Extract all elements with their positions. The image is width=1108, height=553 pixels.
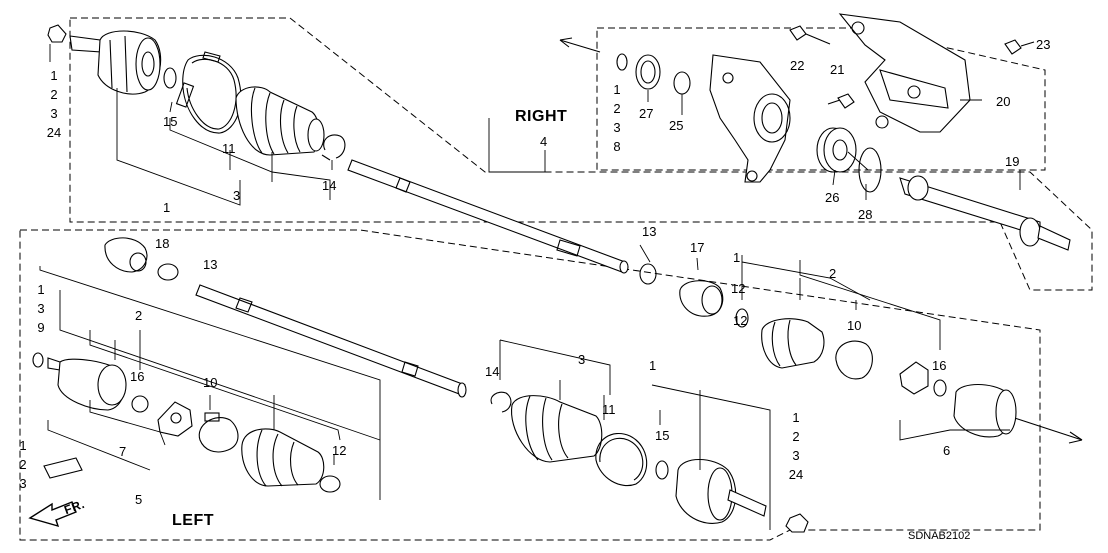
callout-25: 25 <box>669 118 684 133</box>
right-inboard-clip <box>321 134 346 161</box>
callout-12c: 12 <box>733 313 748 328</box>
callout-stack-top-left: 1 2 3 24 <box>46 68 62 140</box>
callout-3: 3 <box>233 188 241 203</box>
callout-2: 2 <box>829 266 837 281</box>
left-inboard-joint-top <box>104 237 148 273</box>
callout-28: 28 <box>858 207 873 222</box>
callout-stack-bearing: 1 2 3 8 <box>613 82 621 154</box>
front-arrow-icon <box>28 501 77 528</box>
callout-14: 14 <box>322 178 337 193</box>
left-clip-13 <box>157 263 179 281</box>
callout-16b: 16 <box>130 369 145 384</box>
callout-1b: 1 <box>733 250 741 265</box>
callout-12b: 12 <box>332 443 347 458</box>
callout-16: 16 <box>932 358 947 373</box>
callout-17: 17 <box>690 240 705 255</box>
diagram-code: SDNAB2102 <box>908 530 971 542</box>
right-bearing <box>816 127 857 173</box>
callout-1c: 1 <box>649 358 657 373</box>
callout-13b: 13 <box>642 224 657 239</box>
half-shaft-19 <box>899 175 1071 251</box>
left-band-11 <box>595 433 648 486</box>
callout-13: 13 <box>203 257 218 272</box>
callout-23: 23 <box>1036 37 1051 52</box>
callout-10b: 10 <box>203 375 218 390</box>
callout-21: 21 <box>830 62 845 77</box>
callout-11b: 11 <box>602 402 616 417</box>
callout-18: 18 <box>155 236 170 251</box>
right-snap-rings <box>616 53 882 193</box>
right-outboard-boot <box>235 86 325 156</box>
left-outboard-boot <box>490 391 603 463</box>
callout-14b: 14 <box>485 364 500 379</box>
left-tripod <box>157 401 193 437</box>
callout-20: 20 <box>996 94 1011 109</box>
callout-4: 4 <box>540 134 548 149</box>
left-shaft-frame <box>19 229 1041 541</box>
callout-19: 19 <box>1005 154 1020 169</box>
right-band-outer <box>175 51 242 134</box>
callout-7: 7 <box>119 444 127 459</box>
callout-5: 5 <box>135 492 143 507</box>
callout-stack-bottom-nut: 1 2 3 24 <box>788 410 804 482</box>
right-driveshaft <box>347 159 629 274</box>
callout-1: 1 <box>163 200 171 215</box>
bearing-support-bracket <box>709 54 791 183</box>
small-parts-5 <box>43 457 83 479</box>
bolts <box>789 25 1035 109</box>
callout-11: 11 <box>222 141 236 156</box>
callout-3b: 3 <box>578 352 586 367</box>
heat-shield <box>838 13 971 133</box>
callout-12: 12 <box>731 281 746 296</box>
callout-6: 6 <box>943 443 951 458</box>
callout-2b: 2 <box>135 308 143 323</box>
callout-10: 10 <box>847 318 862 333</box>
callout-15b: 15 <box>655 428 670 443</box>
side-label-left: LEFT <box>172 512 214 529</box>
callout-26: 26 <box>825 190 840 205</box>
callout-15: 15 <box>163 114 178 129</box>
callout-stack-bottom-left: 1 2 3 <box>19 438 27 491</box>
left-driveshaft <box>195 284 467 398</box>
right-outboard-clip <box>163 67 177 89</box>
left-inboard-joint <box>32 352 149 413</box>
callout-22: 22 <box>790 58 805 73</box>
left-inboard-parts-right <box>639 263 1017 438</box>
callout-27: 27 <box>639 106 654 121</box>
left-outboard-joint <box>675 459 809 533</box>
leader-lines <box>39 44 1021 530</box>
side-label-right: RIGHT <box>515 108 568 125</box>
right-outboard-joint <box>47 24 162 95</box>
right-shaft-frame <box>69 17 1093 291</box>
left-band-10 <box>198 412 239 453</box>
callout-stack-left-9: 1 3 9 <box>37 282 45 335</box>
left-ring-15 <box>655 460 669 480</box>
left-inboard-boot <box>241 428 341 493</box>
